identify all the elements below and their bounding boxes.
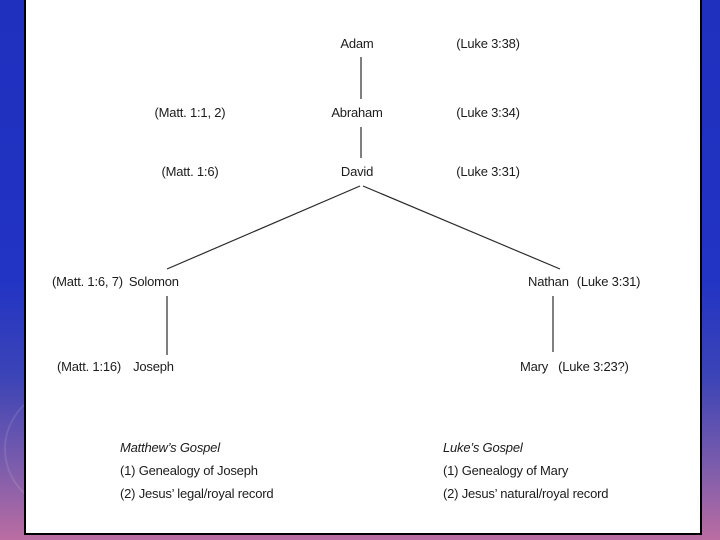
ref-adam-luke: (Luke 3:38) — [456, 36, 520, 51]
footnote-luke-title: Luke’s Gospel — [443, 440, 523, 455]
ref-joseph-matthew: (Matt. 1:16) — [57, 359, 122, 374]
footnote-matthew-title: Matthew’s Gospel — [120, 440, 220, 455]
ref-abraham-matthew: (Matt. 1:1, 2) — [154, 105, 226, 120]
footnote-luke-item-1: (1) Genealogy of Mary — [443, 463, 569, 478]
slide-canvas — [24, 0, 702, 535]
footnote-matthew-item-2: (2) Jesus’ legal/royal record — [120, 486, 274, 501]
ref-solomon-matthew: (Matt. 1:6, 7) — [52, 274, 123, 289]
node-nathan: Nathan — [528, 274, 569, 289]
ref-david-luke: (Luke 3:31) — [456, 164, 520, 179]
ref-david-matthew: (Matt. 1:6) — [161, 164, 219, 179]
node-abraham: Abraham — [331, 105, 383, 120]
node-mary: Mary — [520, 359, 549, 374]
node-joseph: Joseph — [133, 359, 174, 374]
footnote-luke: Luke’s Gospel (1) Genealogy of Mary (2) … — [443, 436, 608, 505]
node-david: David — [340, 164, 374, 179]
node-adam: Adam — [340, 36, 374, 51]
footnote-luke-item-2: (2) Jesus’ natural/royal record — [443, 486, 609, 501]
branch-solomon: (Matt. 1:6, 7) Solomon — [52, 274, 179, 289]
footnote-matthew: Matthew’s Gospel (1) Genealogy of Joseph… — [120, 436, 274, 505]
footnote-matthew-item-1: (1) Genealogy of Joseph — [120, 463, 258, 478]
ref-mary-luke: (Luke 3:23?) — [558, 359, 629, 374]
branch-mary: Mary (Luke 3:23?) — [520, 359, 629, 374]
branch-nathan: Nathan (Luke 3:31) — [528, 274, 640, 289]
ref-nathan-luke: (Luke 3:31) — [576, 274, 641, 289]
ref-abraham-luke: (Luke 3:34) — [456, 105, 520, 120]
node-solomon: Solomon — [128, 274, 179, 289]
branch-joseph: (Matt. 1:16) Joseph — [57, 359, 174, 374]
